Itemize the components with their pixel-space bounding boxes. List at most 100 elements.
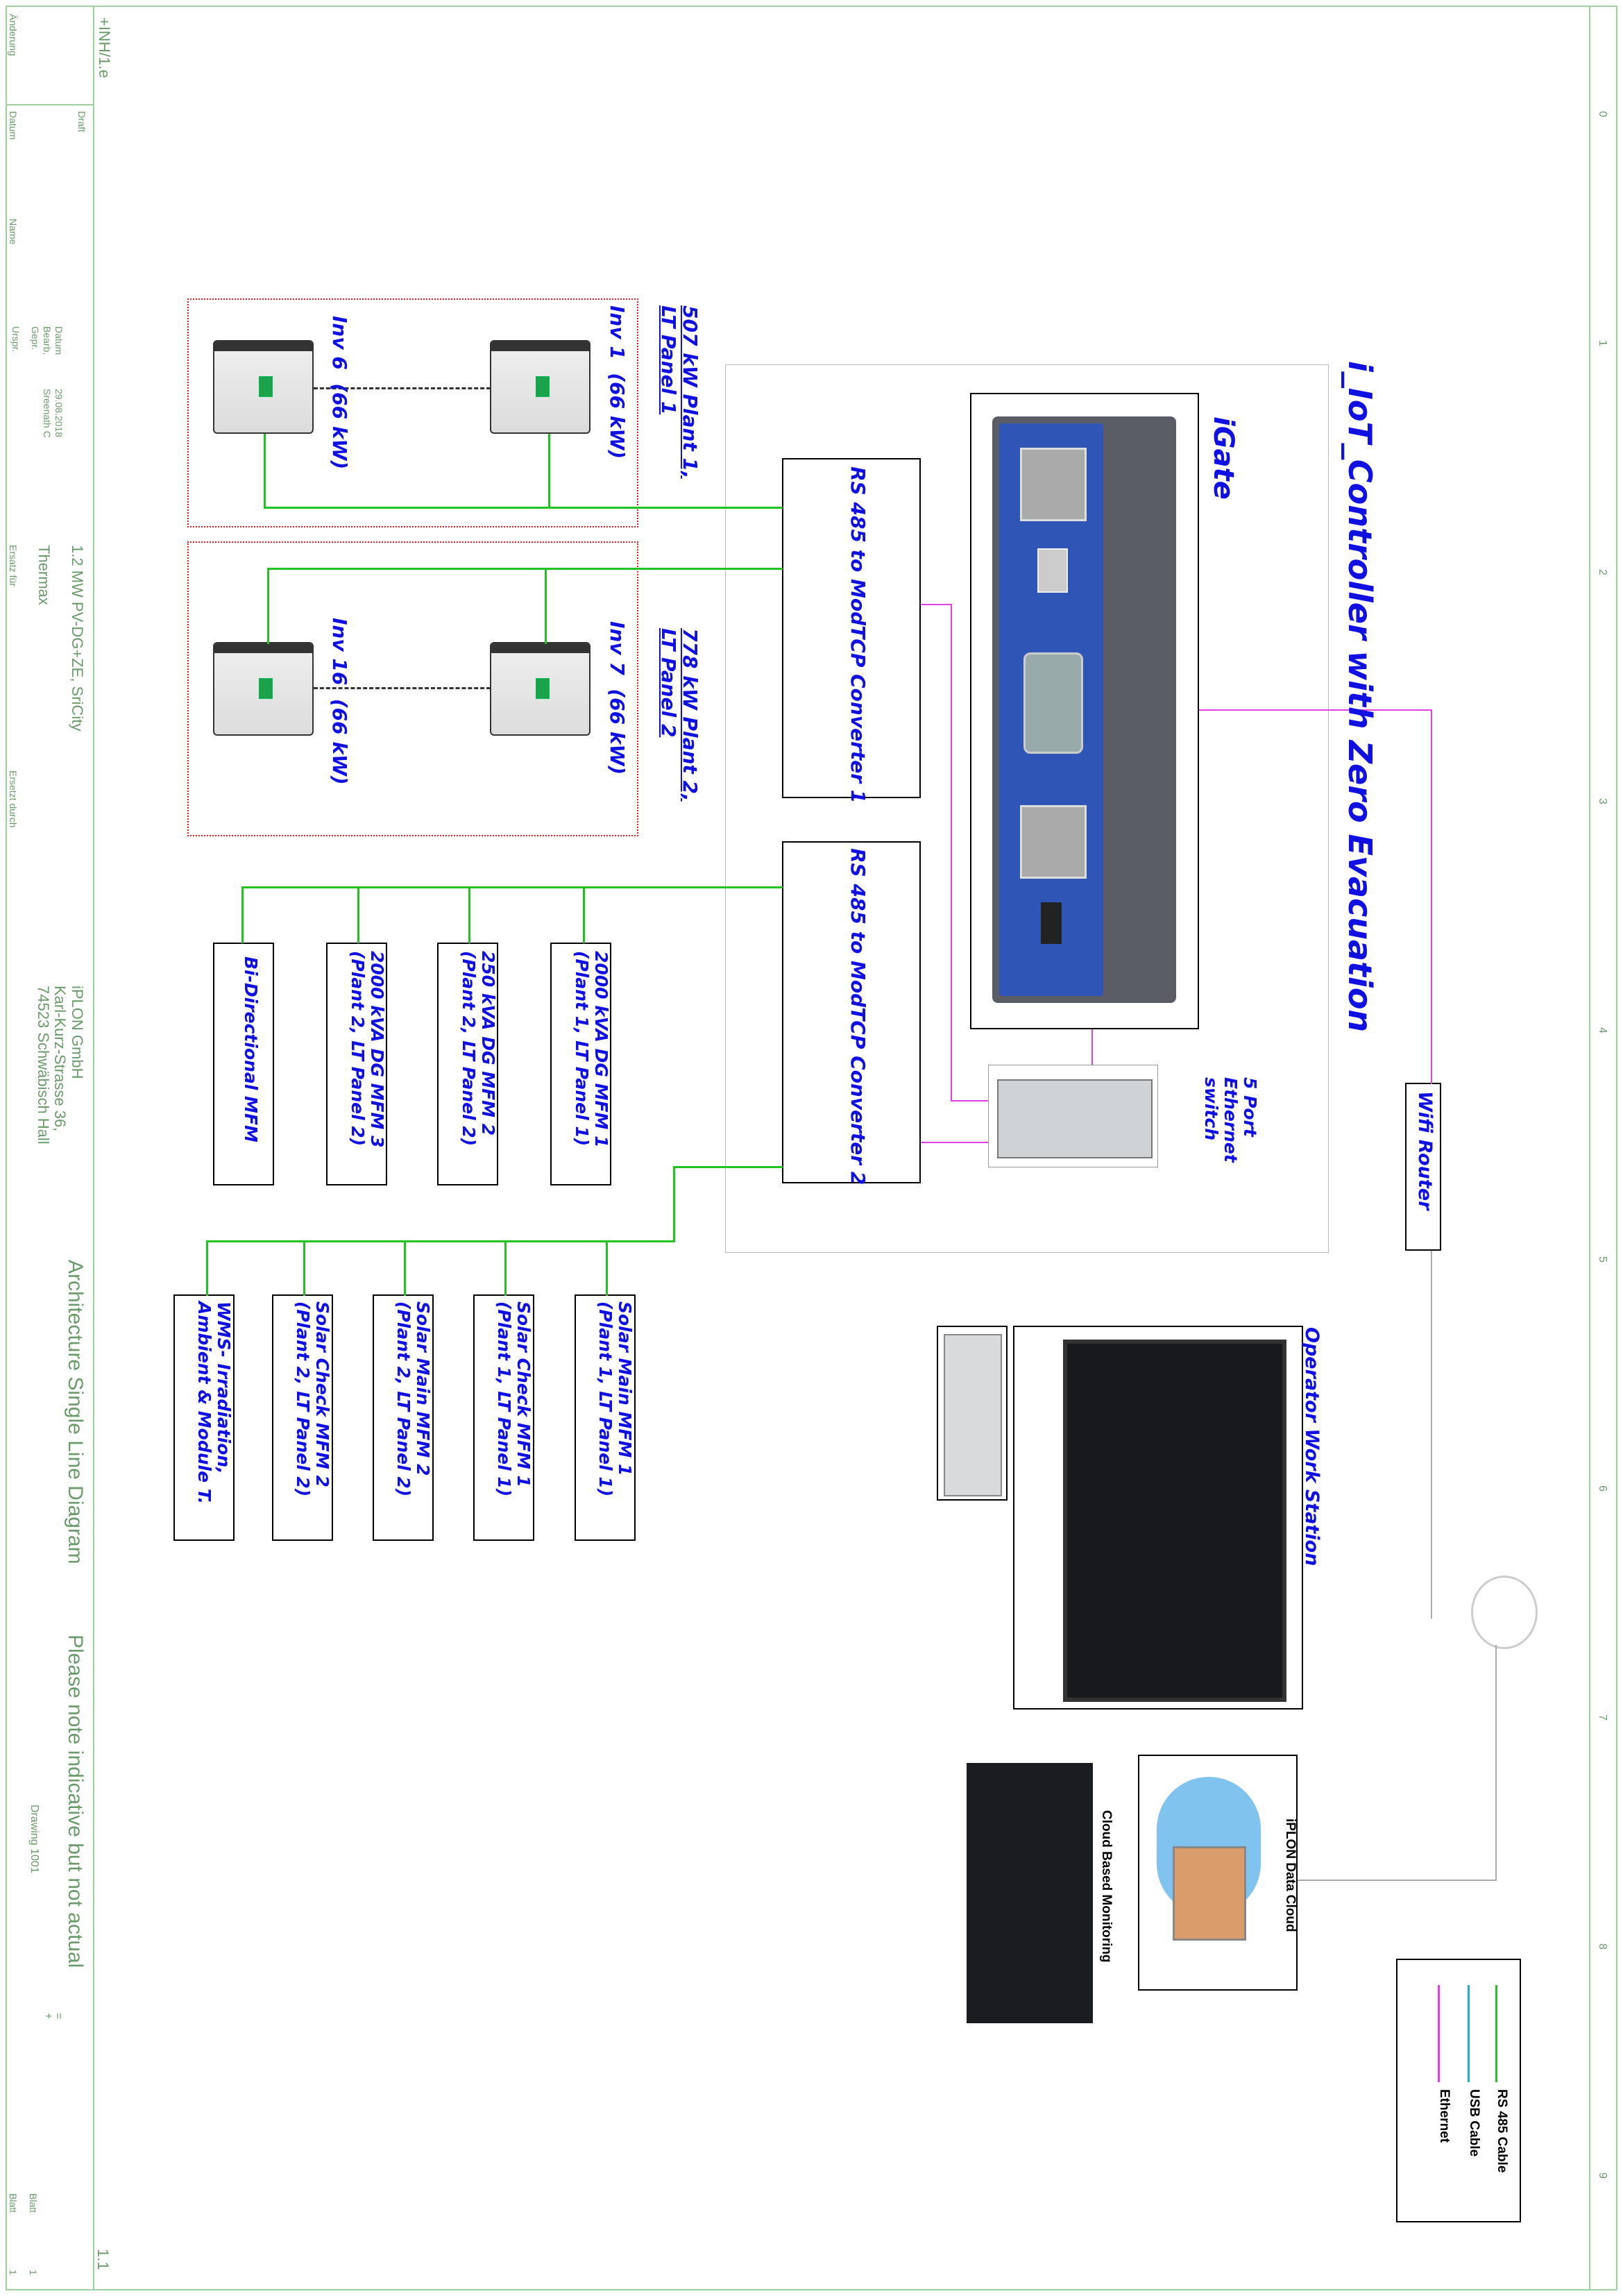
- rs485-plant1-bus: [264, 507, 783, 509]
- rs485-conv2-out: [673, 1166, 783, 1168]
- eth-igate-switch: [1091, 1029, 1093, 1065]
- solar-check-mfm-1-box: [473, 1294, 534, 1541]
- title-block-gepr: Gepr.: [30, 326, 41, 351]
- grid-number-4: 4: [1597, 1027, 1608, 1033]
- wms-label: WMS- Irradiation, Ambient & Module T.: [194, 1301, 234, 1505]
- cloud-monitoring-screen: [967, 1763, 1093, 2023]
- ethernet-switch-box: [988, 1065, 1158, 1167]
- legend-usb-label: USB Cable: [1467, 2089, 1481, 2157]
- solar-main-mfm-2-box: [373, 1294, 434, 1541]
- title-block-drawn-by: Sreenath C: [42, 389, 53, 438]
- inverter-1-icon: [490, 340, 590, 434]
- title-block-note: Please note indicative but not actual: [64, 1635, 87, 1968]
- controller-panel: [725, 364, 1329, 1253]
- cloud-monitoring-label: Cloud Based Monitoring: [1099, 1810, 1114, 1963]
- wifi-antenna-icon: [1471, 1576, 1538, 1649]
- title-block-replaced-by: Ersetzt durch: [8, 770, 19, 828]
- monitor-icon: [1063, 1340, 1286, 1702]
- diagram-title: i_IoT_Controller with Zero Evacuation: [1341, 361, 1379, 1033]
- title-block-sheet-count: 1: [8, 2270, 19, 2275]
- grid-number-6: 6: [1597, 1485, 1608, 1492]
- title-block-change-name: Name: [8, 219, 19, 245]
- plant-2-frame: [187, 541, 638, 836]
- grid-number-1: 1: [1597, 340, 1608, 346]
- title-block-ref: +INH/1.e: [96, 17, 113, 78]
- rs485-dg1-drop: [583, 886, 585, 943]
- inv-1-label: Inv 1 (66 kW): [606, 305, 629, 459]
- legend-rs485-label: RS 485 Cable: [1495, 2089, 1509, 2173]
- wifi-router-label: Wifi Router: [1414, 1091, 1436, 1210]
- title-block-sheet-label: Blatt: [28, 2193, 39, 2213]
- rs485-inv7-drop: [545, 568, 547, 644]
- inverter-7-icon: [490, 642, 590, 736]
- switch-label: 5 Port Ethernet switch: [1201, 1077, 1260, 1163]
- dg-mfm-3-label: 2000 kVA DG MFM 3 (Plant 2, LT Panel 2): [348, 951, 387, 1148]
- rs485-dg2-drop: [468, 886, 470, 943]
- monitor-box: [1013, 1326, 1303, 1710]
- plant-1-inverter-chain: [314, 387, 491, 389]
- eth-conv1-down: [951, 604, 952, 1100]
- dg-mfm-2-label: 250 kVA DG MFM 2 (Plant 2, LT Panel 2): [459, 951, 498, 1147]
- legend-ethernet-label: Ethernet: [1437, 2089, 1452, 2143]
- padlock-icon: [1173, 1846, 1246, 1941]
- title-block-draft: Draft: [76, 111, 87, 133]
- usb-port-icon: [1037, 548, 1068, 593]
- grid-number-2: 2: [1597, 569, 1608, 575]
- solar-main-mfm-1-label: Solar Main MFM 1 (Plant 1, LT Panel 1): [595, 1301, 635, 1497]
- rs485-conv2-down: [673, 1166, 675, 1241]
- title-block-replaces: Ersatz für: [8, 545, 19, 586]
- com-port-icon: [1023, 652, 1083, 754]
- converter-1-label: RS 485 to ModTCP Converter 1: [847, 466, 869, 804]
- title-block-drawing-title: Architecture Single Line Diagram: [64, 1260, 87, 1564]
- grid-number-0: 0: [1597, 111, 1608, 117]
- title-block-client: Thermax: [35, 545, 53, 605]
- converter-2-box: [782, 841, 921, 1183]
- rs485-inv1-drop: [548, 434, 550, 509]
- title-block-page: 1.1: [94, 2249, 112, 2270]
- rs485-inv16-drop: [267, 568, 269, 644]
- solar-check-mfm-2-label: Solar Check MFM 2 (Plant 2, LT Panel 2): [293, 1301, 332, 1497]
- rs485-solar1-drop: [606, 1240, 608, 1296]
- antenna-to-cloud-v: [1495, 1645, 1497, 1881]
- eth-conv2-right: [921, 1142, 988, 1143]
- title-block-project: 1.2 MW PV-DG+ZE, SriCity: [69, 545, 86, 732]
- rs485-wms-drop: [206, 1240, 208, 1296]
- converter-1-box: [782, 458, 921, 798]
- plant-2-inverter-chain: [314, 687, 491, 689]
- solar-main-mfm-2-label: Solar Main MFM 2 (Plant 2, LT Panel 2): [393, 1301, 433, 1497]
- eth-conv1-right: [921, 604, 952, 605]
- title-block-sheet-count-label: Blatt: [8, 2193, 19, 2213]
- dg-mfm-1-label: 2000 kVA DG MFM 1 (Plant 1, LT Panel 1): [572, 951, 611, 1148]
- legend-usb-line: [1468, 1985, 1470, 2082]
- title-block-frame: [6, 6, 94, 2290]
- inv-16-label: Inv 16 (66 kW): [328, 618, 351, 785]
- inverter-6-icon: [213, 340, 314, 434]
- wifi-to-antenna: [1431, 1251, 1432, 1619]
- title-block-urspr: Urspr.: [10, 326, 22, 353]
- grid-number-3: 3: [1597, 798, 1608, 804]
- rs485-solar4-drop: [303, 1240, 305, 1296]
- inverter-16-icon: [213, 642, 314, 736]
- inv-7-label: Inv 7 (66 kW): [606, 621, 629, 775]
- cloud-title: iPLON Data Cloud: [1283, 1818, 1298, 1932]
- rs485-solar2-drop: [504, 1240, 507, 1296]
- rs485-plant2-bus: [267, 568, 783, 570]
- bi-directional-mfm-box: [213, 943, 274, 1185]
- title-block-datum: Datum: [53, 326, 65, 355]
- eth-igate-wifi-v: [1431, 709, 1432, 1084]
- igate-label: iGate: [1207, 416, 1239, 500]
- rs485-solar-bus: [206, 1240, 675, 1242]
- title-block-change-date: Datum: [8, 111, 19, 140]
- title-block-sheet: 1: [28, 2270, 39, 2275]
- operator-workstation-label: Operator Work Station: [1301, 1327, 1323, 1567]
- title-block-date: 29.08.2018: [53, 389, 65, 438]
- dg-mfm-2-box: [437, 943, 498, 1185]
- lan-port-icon: [1020, 805, 1087, 879]
- eth-to-switch-1: [951, 1100, 988, 1101]
- dg-mfm-1-box: [550, 943, 611, 1185]
- title-block-plus: +: [42, 2013, 54, 2020]
- pc-box: [937, 1326, 1008, 1501]
- ethernet-switch-icon: [997, 1079, 1153, 1158]
- title-block-drawing-no: Drawing 1001: [28, 1805, 40, 1873]
